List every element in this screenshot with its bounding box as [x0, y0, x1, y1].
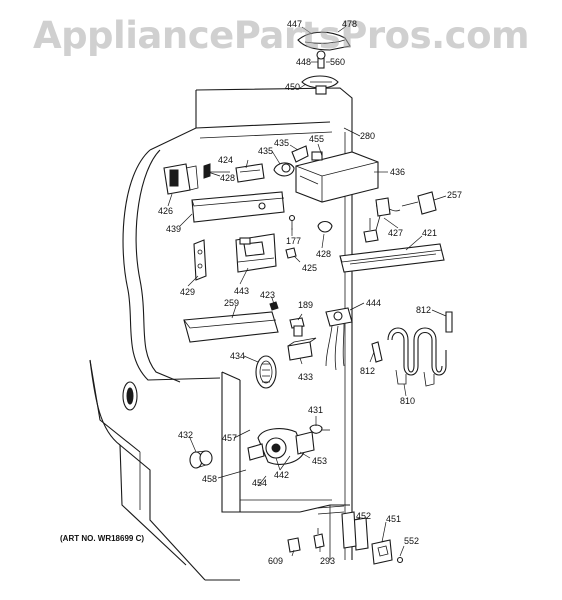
callout-425: 425	[302, 263, 318, 273]
callout-455: 455	[309, 134, 325, 144]
callout-457: 457	[222, 433, 238, 443]
callout-609: 609	[268, 556, 284, 566]
callout-453: 453	[312, 456, 328, 466]
callout-434: 434	[230, 351, 246, 361]
callout-454: 454	[252, 478, 268, 488]
callout-189: 189	[298, 300, 314, 310]
light-shield-439	[191, 191, 285, 223]
callout-432: 432	[178, 430, 194, 440]
callout-280: 280	[360, 131, 376, 141]
callout-424: 424	[218, 155, 234, 165]
callout-443: 443	[234, 286, 250, 296]
tee-fitting-189	[289, 317, 305, 337]
parts-609-293	[287, 528, 325, 553]
callout-478: 478	[342, 19, 358, 29]
callout-428-b: 428	[316, 249, 332, 259]
bracket-429	[193, 239, 207, 281]
callout-812-a: 812	[416, 305, 432, 315]
vent-434	[255, 355, 277, 389]
callout-450: 450	[285, 82, 301, 92]
control-harness-427-257	[363, 191, 437, 243]
plug-432	[189, 450, 213, 469]
callout-560: 560	[330, 57, 346, 67]
air-duct-436	[295, 151, 379, 203]
small-fasteners	[285, 214, 333, 259]
fan-motor-442	[247, 424, 330, 465]
callout-423: 423	[260, 290, 276, 300]
callout-442: 442	[274, 470, 290, 480]
bolts-812	[371, 311, 453, 363]
callout-433: 433	[298, 372, 314, 382]
callout-427: 427	[388, 228, 404, 238]
callout-431: 431	[308, 405, 324, 415]
control-box-426	[163, 163, 199, 195]
light-socket-435	[273, 145, 309, 177]
callout-444: 444	[366, 298, 382, 308]
callout-428-a: 428	[220, 173, 236, 183]
bracket-433	[287, 337, 317, 361]
art-number: (ART NO. WR18699 C)	[60, 534, 145, 543]
callout-177: 177	[286, 236, 302, 246]
callout-452: 452	[356, 511, 372, 521]
callout-426: 426	[158, 206, 174, 216]
callout-810: 810	[400, 396, 416, 406]
callout-259: 259	[224, 298, 240, 308]
callout-447: 447	[287, 19, 303, 29]
grille-421	[339, 243, 445, 273]
cabinet-outline	[89, 87, 353, 581]
heater-810	[387, 327, 447, 387]
callout-448: 448	[296, 57, 312, 67]
callout-458: 458	[202, 474, 218, 484]
callout-812-b: 812	[360, 366, 376, 376]
callout-429: 429	[180, 287, 196, 297]
part-423	[269, 301, 279, 311]
callout-435-a: 435	[274, 138, 290, 148]
callout-439: 439	[166, 224, 182, 234]
top-hinge-assembly	[297, 31, 351, 95]
housing-443	[235, 233, 277, 273]
bottom-hinge-parts	[317, 505, 404, 565]
callout-293: 293	[320, 556, 336, 566]
callout-436: 436	[390, 167, 406, 177]
callout-421: 421	[422, 228, 438, 238]
switch-424	[203, 163, 265, 183]
leader-lines	[167, 26, 447, 557]
callout-257: 257	[447, 190, 463, 200]
valve-444	[325, 307, 353, 371]
callout-435-b: 435	[258, 146, 274, 156]
callout-552: 552	[404, 536, 420, 546]
callout-451: 451	[386, 514, 402, 524]
cover-259	[183, 311, 279, 343]
